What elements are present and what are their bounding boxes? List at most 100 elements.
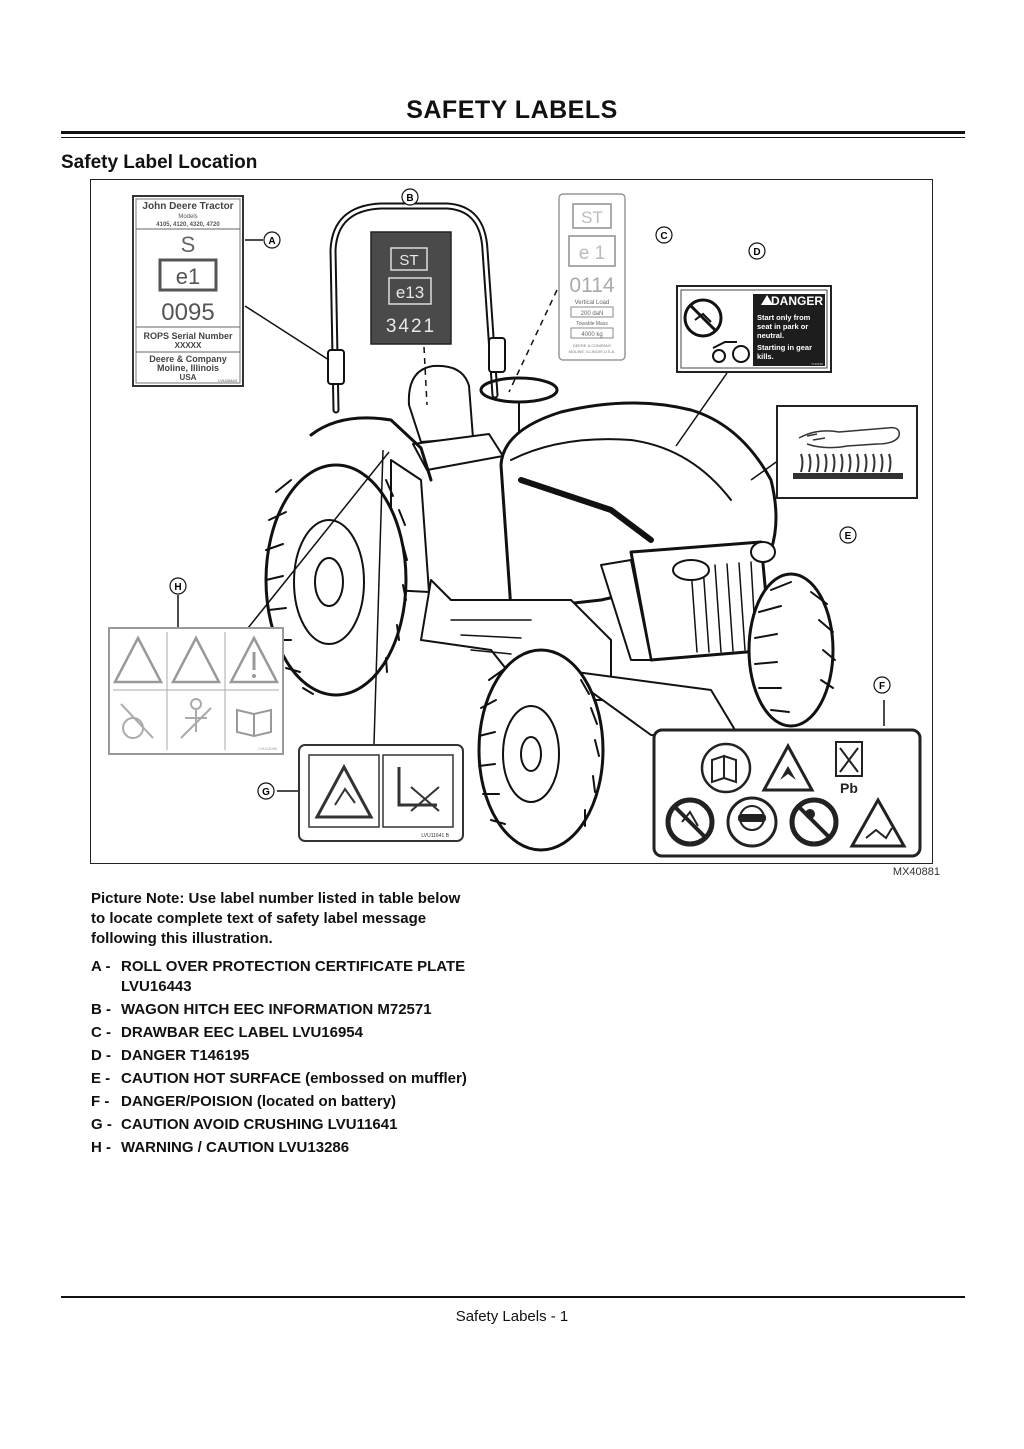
callout-e-letter: E [845,531,852,542]
label-d-line5: kills. [757,352,774,361]
list-item-text: WAGON HITCH EEC INFORMATION M72571 [121,1001,432,1018]
label-a-cat: S [181,232,196,257]
label-g-avoid-crushing: LVU11641 B [298,744,464,842]
label-c-num: 0114 [569,274,614,297]
label-d-line4: Starting in gear [757,343,812,352]
label-a-num: 0095 [161,299,214,326]
list-item-text: WARNING / CAUTION LVU13286 [121,1139,350,1156]
page-title: SAFETY LABELS [406,96,618,124]
label-b-wagon-hitch: ST e13 3421 [370,231,452,345]
list-item-key: C - [91,1024,111,1041]
leader-d [675,372,728,447]
eye-protection-icon [726,796,778,848]
list-item: B - WAGON HITCH EEC INFORMATION M72571 [91,1000,531,1020]
callout-d: D [748,242,766,260]
operator-manual-icon [236,708,272,738]
seatbelt-icon [120,703,154,739]
label-c-val2: 4000 kg [581,332,602,338]
tractor-operator-icon [712,341,750,363]
list-item-text: DANGER T146195 [121,1047,250,1064]
label-d-line2: seat in park or [757,322,808,331]
label-d-line1: Start only from [757,313,811,322]
label-a-rops: ROPS Serial Number [143,331,233,341]
list-item-key: A - [91,958,111,975]
callout-d-letter: D [753,247,760,258]
callout-h: H [169,577,187,595]
label-b-cat: ST [399,252,418,269]
callout-c-letter: C [660,231,667,242]
label-f-pb: Pb [840,780,858,796]
list-item-text: ROLL OVER PROTECTION CERTIFICATE PLATE L… [121,958,466,995]
callout-b: B [401,188,419,206]
pto-entanglement-icon [180,698,212,739]
danger-warning-icon [761,295,773,305]
rollover-warning-icon [112,635,164,684]
acid-warning-icon [849,796,907,848]
section-title: Safety Label Location [61,152,258,173]
list-item: F -DANGER/POISION (located on battery) [91,1092,531,1112]
leader-g [373,449,384,745]
label-c-load1: Vertical Load [575,300,610,306]
callout-h-letter: H [174,582,181,593]
list-item-text: CAUTION HOT SURFACE (embossed on muffler… [121,1070,467,1087]
read-manual-icon [700,742,752,794]
label-a-addr3: USA [180,373,197,382]
callout-a: A [263,231,281,249]
list-item: H - WARNING / CAUTION LVU13286 [91,1138,531,1158]
list-item-key: D - [91,1047,111,1064]
leader-b [423,346,428,406]
header-rule-thin [61,137,965,138]
list-item-text: DANGER/POISION (located on battery) [121,1093,397,1110]
leader-e [750,459,780,481]
label-c-addr2: MOLINE, ILLINOIS U.S.A. [569,349,616,354]
footer-rule [61,1296,965,1298]
callout-c: C [655,226,673,244]
label-list: A - ROLL OVER PROTECTION CERTIFICATE PLAT… [91,957,531,1161]
header-rule-thick [61,131,965,134]
leader-lines [177,239,885,792]
label-c-drawbar: ST e 1 0114 Vertical Load 200 daN Towabl… [558,193,626,361]
label-a-xxx: XXXXX [175,341,202,350]
label-a-line3: 4105, 4120, 4320, 4720 [156,222,220,228]
label-c-val1: 200 daN [581,311,604,317]
list-item-key: E - [91,1070,111,1087]
no-bypass-start-icon [683,298,723,338]
callout-f-letter: F [879,681,885,692]
label-h-part: LVU13286 [258,746,277,751]
callout-e: E [839,526,857,544]
label-c-addr1: DEERE & COMPANY [573,343,612,348]
list-item: C -DRAWBAR EEC LABEL LVU16954 [91,1023,531,1043]
safety-label-figure: John Deere Tractor Models 4105, 4120, 43… [90,179,933,864]
label-g-part: LVU11641 B [421,833,449,839]
label-d-line3: neutral. [757,331,784,340]
label-a-part: LVU16443 [218,378,237,383]
label-a-addr1: Deere & Company [149,354,227,364]
label-a-rops-plate: John Deere Tractor Models 4105, 4120, 43… [132,195,244,387]
list-item-key: G - [91,1116,112,1133]
label-c-load2: Towable Mass [576,321,608,327]
list-item-key: B - [91,1001,111,1018]
runover-warning-icon [170,635,222,684]
label-h-warning-caution: LVU13286 [108,627,284,755]
callout-g-letter: G [262,787,270,798]
callout-b-letter: B [406,193,413,204]
list-item-key: H - [91,1139,111,1156]
leader-h [247,451,390,629]
figure-id: MX40881 [892,866,940,878]
leader-c [508,289,558,393]
no-sparks-icon [665,797,715,847]
list-item: G - CAUTION AVOID CRUSHING LVU11641 [91,1115,531,1135]
label-d-part: T146195 [811,362,823,366]
page-footer: Safety Labels - 1 [455,1308,569,1325]
list-item-text: CAUTION AVOID CRUSHING LVU11641 [121,1116,398,1133]
label-a-line1: John Deere Tractor [142,201,233,212]
label-a-line2: Models [178,214,197,220]
tractor-illustration: John Deere Tractor Models 4105, 4120, 43… [108,188,922,858]
label-f-battery: Pb [652,728,922,858]
tractor-drawing [264,202,836,852]
list-item: E - CAUTION HOT SURFACE (embossed on muff… [91,1069,531,1089]
callout-a-letter: A [268,236,275,247]
label-b-mark: e13 [396,283,424,302]
callout-f: F [873,676,891,694]
leader-a [244,305,330,361]
